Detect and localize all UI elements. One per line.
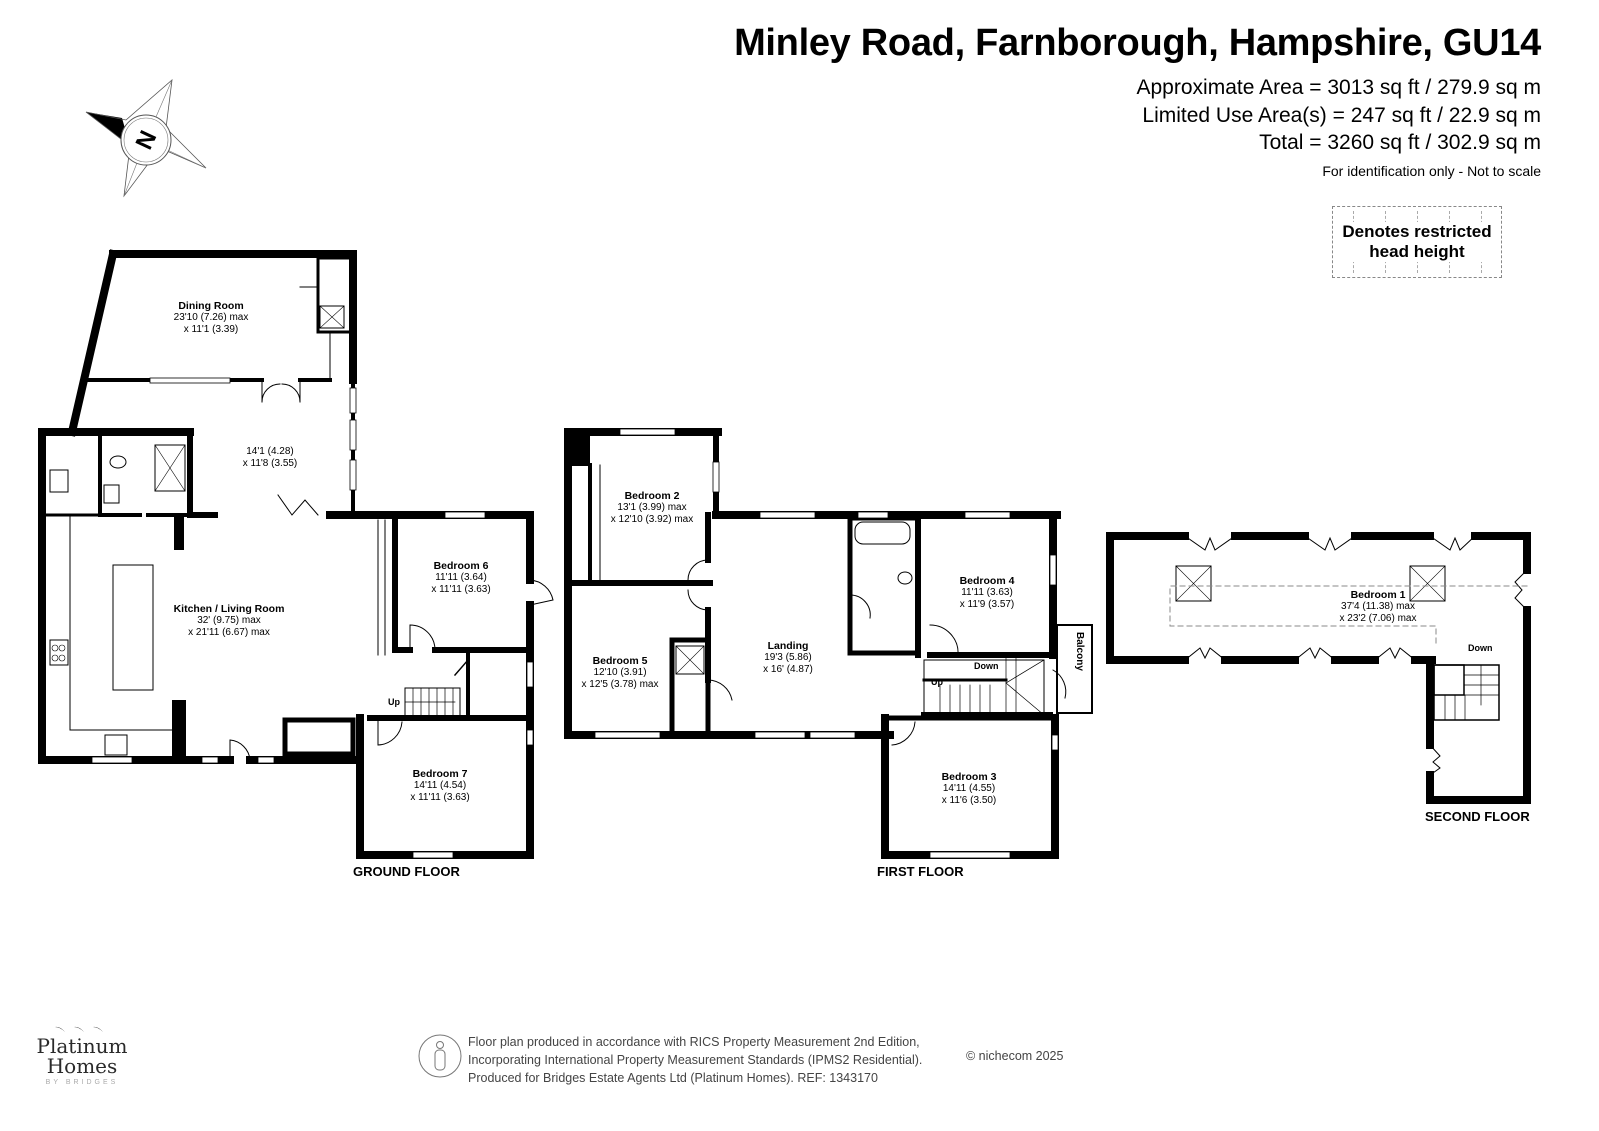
stairs-down-label-second: Down	[1468, 643, 1493, 653]
first-floor-label: FIRST FLOOR	[877, 864, 964, 879]
legend-line-1: Denotes restricted	[1342, 222, 1492, 241]
room-bedroom-3: Bedroom 3 14'11 (4.55) x 11'6 (3.50)	[941, 771, 997, 806]
second-floor-label: SECOND FLOOR	[1425, 809, 1530, 824]
legend-line-2: head height	[1369, 242, 1465, 261]
room-garden-room: 14'1 (4.28) x 11'8 (3.55)	[242, 446, 298, 469]
room-bedroom-5: Bedroom 5 12'10 (3.91) x 12'5 (3.78) max	[581, 655, 659, 690]
copyright: © nichecom 2025	[966, 1049, 1064, 1063]
room-bedroom-4: Bedroom 4 11'11 (3.63) x 11'9 (3.57)	[959, 575, 1015, 610]
room-bedroom-1: Bedroom 1 37'4 (11.38) max x 23'2 (7.06)…	[1339, 589, 1417, 624]
room-bedroom-7: Bedroom 7 14'11 (4.54) x 11'11 (3.63)	[410, 768, 470, 803]
north-compass-icon: N	[85, 79, 207, 198]
room-kitchen-living-room: Kitchen / Living Room 32' (9.75) max x 2…	[173, 603, 285, 638]
room-bedroom-2: Bedroom 2 13'1 (3.99) max x 12'10 (3.92)…	[610, 490, 694, 525]
restricted-height-legend: Denotes restricted head height	[1332, 206, 1502, 278]
footer-text: Floor plan produced in accordance with R…	[468, 1033, 922, 1087]
footer-line-3: Produced for Bridges Estate Agents Ltd (…	[468, 1071, 878, 1085]
approximate-area: Approximate Area = 3013 sq ft / 279.9 sq…	[1136, 76, 1542, 99]
scale-disclaimer: For identification only - Not to scale	[1322, 163, 1541, 179]
room-landing: Landing 19'3 (5.86) x 16' (4.87)	[763, 640, 813, 675]
limited-use-area: Limited Use Area(s) = 247 sq ft / 22.9 s…	[1142, 104, 1541, 127]
stairs-up-label-first: Up	[931, 677, 943, 687]
stairs-up-label: Up	[388, 697, 400, 707]
balcony-label: Balcony	[1074, 632, 1085, 671]
stairs-down-label-first: Down	[974, 661, 999, 671]
room-bedroom-6: Bedroom 6 11'11 (3.64) x 11'11 (3.63)	[431, 560, 491, 595]
platinum-homes-logo: Platinum Homes BY BRIDGES	[36, 1034, 128, 1086]
footer-line-2: Incorporating International Property Mea…	[468, 1053, 923, 1067]
footer-line-1: Floor plan produced in accordance with R…	[468, 1035, 920, 1049]
room-dining-room: Dining Room 23'10 (7.26) max x 11'1 (3.3…	[173, 300, 249, 335]
ground-floor-label: GROUND FLOOR	[353, 864, 460, 879]
total-area: Total = 3260 sq ft / 302.9 sq m	[1259, 131, 1541, 154]
page-title: Minley Road, Farnborough, Hampshire, GU1…	[734, 22, 1541, 64]
